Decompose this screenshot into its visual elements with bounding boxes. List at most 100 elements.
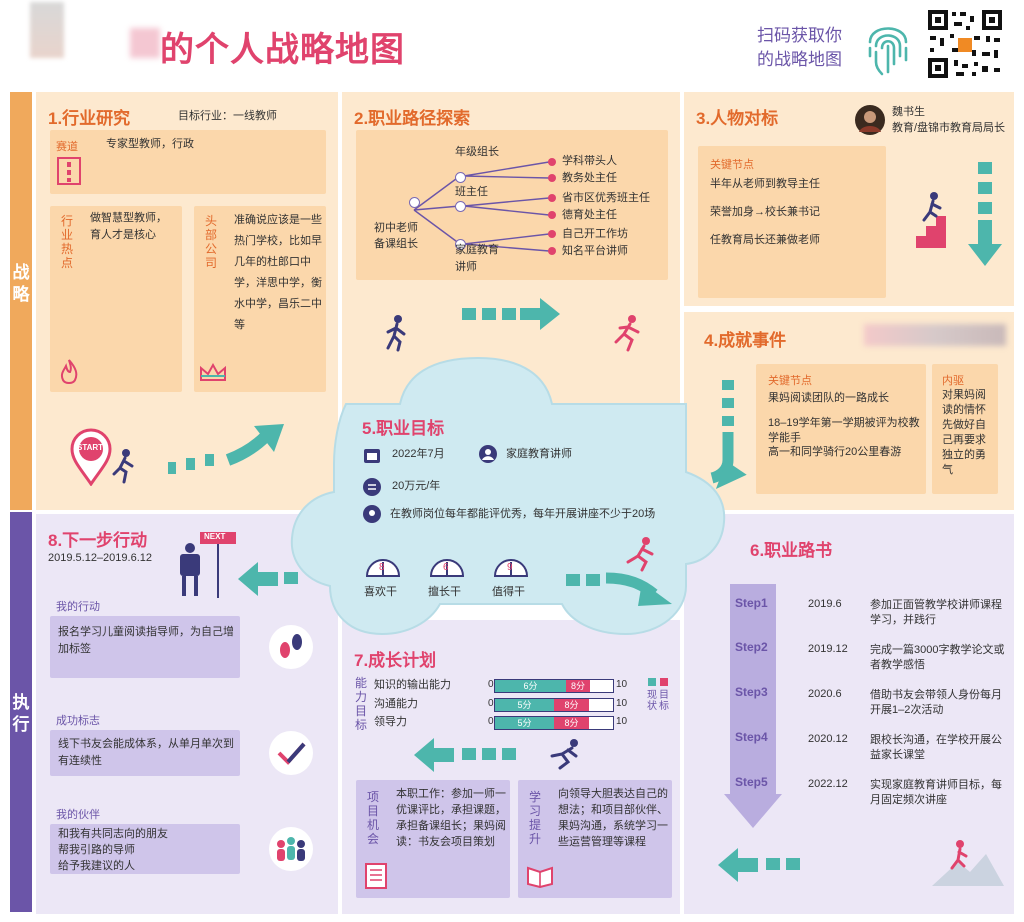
drive-label: 内驱	[942, 375, 964, 387]
arrow-left-icon	[414, 738, 454, 772]
arrow-dash	[722, 416, 734, 426]
step-label: Step4	[735, 730, 768, 744]
gauge-value: 6	[443, 562, 449, 573]
blurred-image	[864, 324, 1006, 346]
ability-bar: 6分 8分	[494, 679, 614, 693]
arrow-dash	[462, 748, 476, 760]
partner-label: 我的伙伴	[56, 809, 100, 821]
page-title: 的个人战略地图	[160, 31, 405, 69]
arrow-dash	[766, 858, 780, 870]
person-name: 魏书生	[892, 106, 925, 118]
fingerprint-icon	[868, 27, 908, 76]
arrow-left-icon	[238, 562, 278, 596]
drive-value: 对果妈阅读的情怀先做好自己再要求独立的勇气	[942, 389, 986, 476]
gauge-value: 8	[379, 562, 385, 573]
footprints-icon	[269, 625, 313, 669]
ability-label: 能力目标	[354, 676, 367, 732]
scale-min: 0	[488, 698, 494, 709]
scan-hint: 扫码获取你 的战略地图	[757, 26, 842, 69]
step-desc: 参加正面管教学校讲师课程学习，并践行	[870, 599, 1002, 626]
gauge-label: 擅长干	[428, 586, 461, 598]
arrow-dash	[978, 182, 992, 194]
arrow-dash	[205, 454, 214, 466]
scale-max: 10	[616, 679, 628, 690]
person-title: 3.人物对标	[696, 109, 779, 128]
path-root: 初中老师备课组长	[374, 222, 418, 250]
arrow-dash	[978, 162, 992, 174]
track-box	[50, 130, 326, 194]
runner-icon	[626, 537, 654, 572]
calendar-icon	[364, 449, 380, 463]
goal-date: 2022年7月	[392, 448, 445, 460]
step-label: Step2	[735, 640, 768, 654]
bar-goal: 8分	[554, 699, 589, 711]
gauge-label: 值得干	[492, 586, 525, 598]
arrow-up-right-icon	[225, 424, 284, 466]
learning-value: 向领导大胆表达自己的想法；和项目部伙伴、果妈沟通，系统学习一些运营管理等课程	[558, 788, 668, 848]
ability-name: 领导力	[374, 716, 407, 728]
arrow-dash	[482, 308, 496, 320]
ability-name: 沟通能力	[374, 698, 418, 710]
arrow-dash	[186, 458, 195, 470]
roadmap-title: 6.职业路书	[750, 541, 833, 560]
path-tree-lines	[413, 161, 550, 252]
next-sign-hiker-icon	[180, 532, 236, 598]
leaf-dot	[548, 174, 556, 182]
bar-goal: 8分	[566, 680, 590, 692]
my-action-box	[50, 616, 240, 678]
leaf-dot	[548, 194, 556, 202]
partner-line: 给予我建议的人	[58, 860, 135, 872]
achievement-title: 4.成就事件	[704, 331, 787, 350]
next-title: 8.下一步行动	[48, 531, 148, 550]
leaf-dot	[548, 247, 556, 255]
arrow-right-icon	[605, 572, 672, 606]
target-industry: 目标行业：一线教师	[178, 110, 277, 122]
execution-band: 执行	[10, 512, 32, 912]
path-leaf: 德育处主任	[562, 209, 617, 221]
partner-line: 和我有共同志向的朋友	[58, 828, 168, 840]
gauge-label: 喜欢干	[364, 586, 397, 598]
success-value: 线下书友会能成体系，从单月单次到有连续性	[58, 738, 234, 767]
bar-now: 5分	[495, 717, 554, 729]
roadmap-arrow	[724, 584, 782, 828]
bar-now: 5分	[495, 699, 554, 711]
head-label: 头部公司	[204, 214, 217, 270]
arrow-dash	[566, 574, 580, 586]
success-label: 成功标志	[56, 715, 100, 727]
qr-code[interactable]	[926, 8, 1004, 80]
path-leaf: 学科带头人	[562, 155, 617, 167]
gauge-icon	[429, 559, 465, 577]
leaf-dot	[548, 158, 556, 166]
bar-goal: 8分	[554, 717, 589, 729]
avatar	[855, 105, 885, 135]
step-date: 2020.6	[808, 688, 842, 700]
team-icon	[269, 827, 313, 871]
person-key-label: 关键节点	[710, 159, 754, 171]
arrow-dash	[482, 748, 496, 760]
tree-node-root	[409, 197, 420, 208]
tree-node	[455, 201, 466, 212]
achieve-key-label: 关键节点	[768, 375, 812, 387]
path-leaf: 知名平台讲师	[562, 245, 628, 257]
goal-salary: 20万元/年	[392, 480, 441, 492]
tree-node	[455, 239, 466, 250]
step-desc: 跟校长沟通，在学校开展公益家长课堂	[870, 734, 1002, 761]
hot-box	[50, 206, 182, 392]
arrow-dash	[586, 574, 600, 586]
track-value: 专家型教师，行政	[106, 138, 194, 150]
crown-icon	[200, 362, 226, 381]
step-date: 2020.12	[808, 733, 848, 745]
path-title: 2.职业路径探索	[354, 109, 471, 128]
person-node: 任教育局长还兼做老师	[710, 234, 820, 246]
industry-title: 1.行业研究	[48, 109, 131, 128]
step-label: Step5	[735, 775, 768, 789]
step-desc: 完成一篇3000字教学论文或者教学感悟	[870, 644, 1005, 671]
head-box	[194, 206, 326, 392]
arrow-dash	[722, 380, 734, 390]
user-icon	[479, 445, 497, 463]
achieve-line: 高一和同学骑行20公里春游	[768, 446, 902, 458]
drive-box	[932, 364, 998, 494]
partner-box	[50, 824, 240, 874]
goal-cloud	[290, 356, 726, 636]
person-role: 教育/盘锦市教育局局长	[892, 122, 1006, 134]
